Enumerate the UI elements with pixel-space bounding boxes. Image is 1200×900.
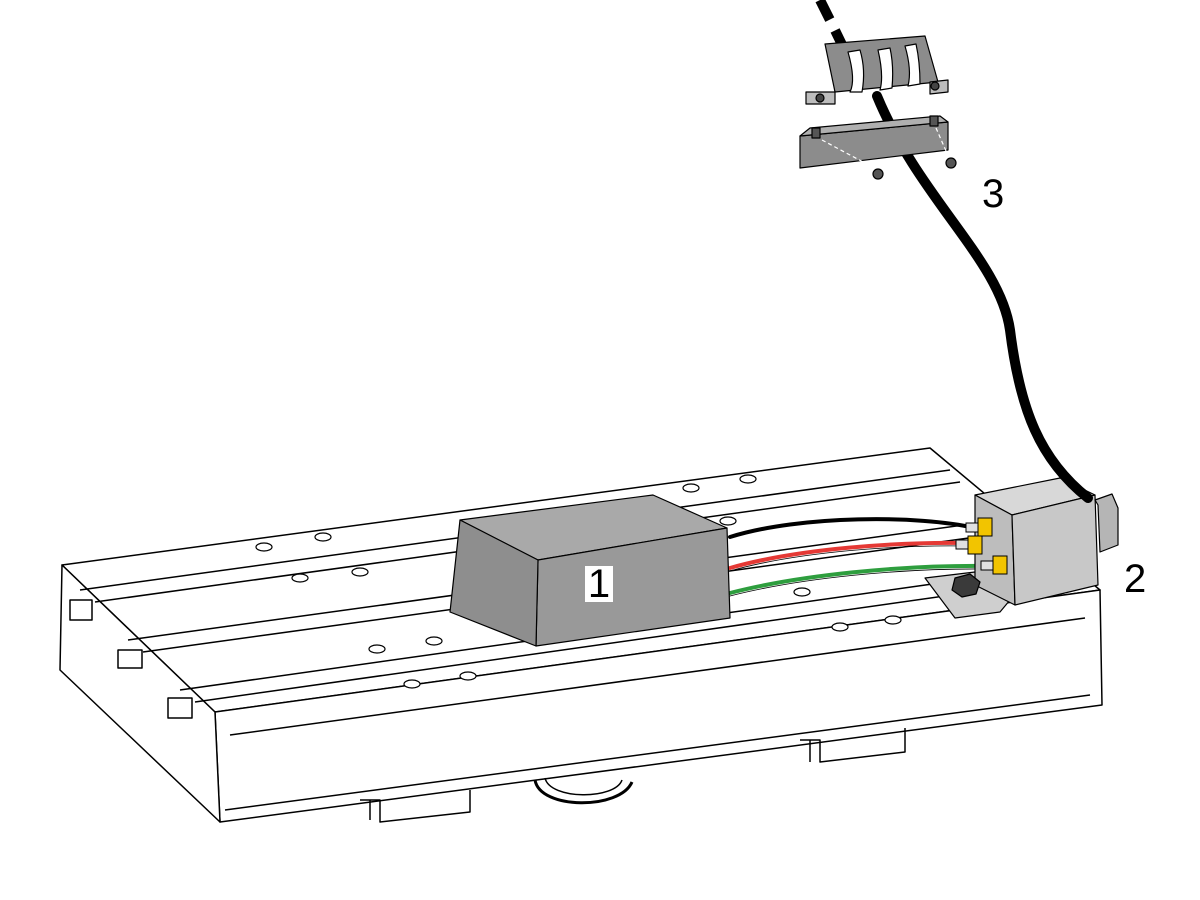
fitting-green [992,555,1008,575]
cable-main [872,91,1093,503]
wire-fittings [955,517,1008,575]
wire-green [728,563,992,595]
cable-bracket [805,35,949,105]
callout-1-box [585,566,613,602]
component-box-1 [449,494,731,647]
box-1-side [449,519,539,647]
fitting-black [977,517,993,537]
wire-black [728,517,977,539]
junction-box-2 [924,477,1119,619]
callout-2: 2 [1124,557,1146,601]
clamp-plate [799,115,957,180]
table-holes [255,474,902,689]
callout-1: 1 [588,562,610,606]
wire-harness [728,517,992,597]
callout-3: 3 [982,172,1004,216]
wire-red [728,540,967,570]
fitting-red [967,535,983,555]
